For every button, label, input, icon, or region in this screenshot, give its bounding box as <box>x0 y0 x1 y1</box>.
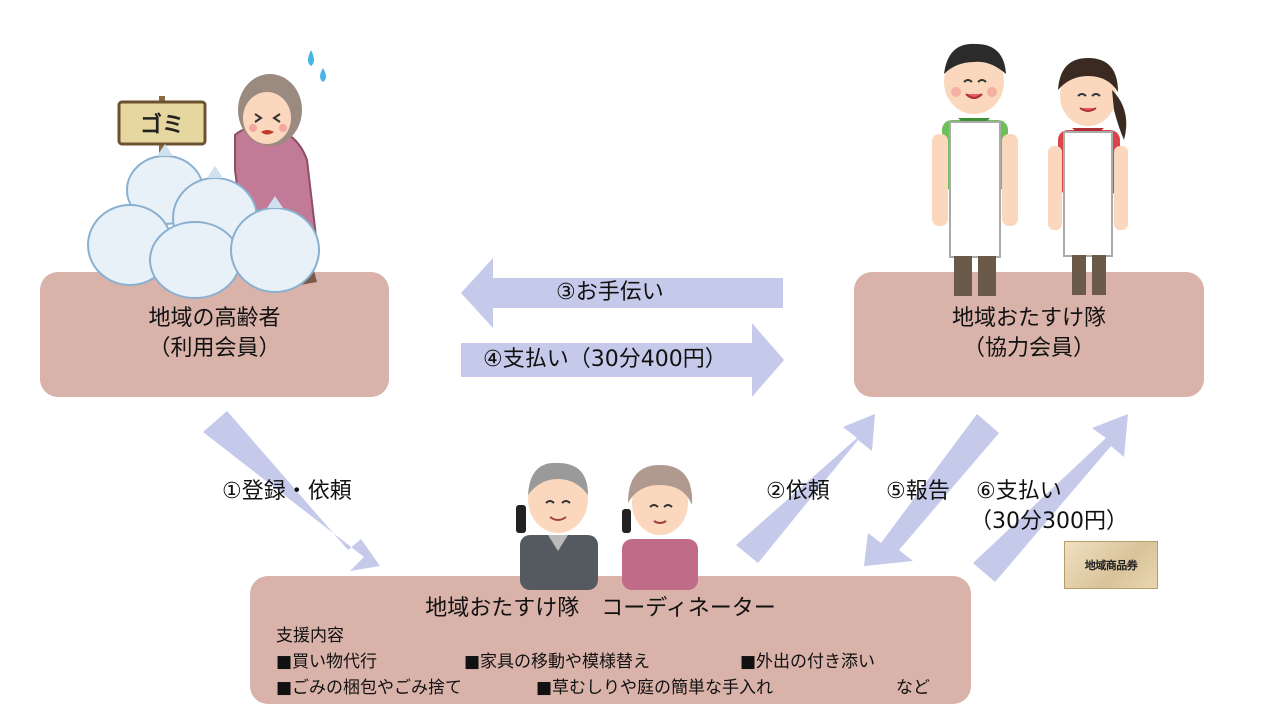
label-help: ③お手伝い <box>556 280 664 305</box>
arrow-register <box>203 411 380 571</box>
coordinator-box: 地域おたすけ隊 コーディネーター 支援内容 ■買い物代行 ■家具の移動や模様替え… <box>250 576 971 704</box>
coordinator-title: 地域おたすけ隊 コーディネーター <box>425 596 776 621</box>
arrow-payment-helper <box>973 414 1128 582</box>
support-etc: など <box>896 678 930 698</box>
support-item: ■外出の付き添い <box>740 652 876 672</box>
coordinators-illustration <box>516 462 698 590</box>
voucher-label: 地域商品券 <box>1084 559 1138 572</box>
support-item: ■買い物代行 <box>276 652 378 672</box>
helpers-illustration <box>932 43 1128 296</box>
elderly-member-line1: 地域の高齢者 <box>148 306 281 331</box>
arrow-help <box>461 258 783 328</box>
gift-voucher: 地域商品券 <box>1064 541 1158 589</box>
support-item: ■草むしりや庭の簡単な手入れ <box>536 678 774 698</box>
arrow-report <box>864 414 999 566</box>
label-payment-helper-amount: （30分300円） <box>970 509 1128 534</box>
helper-member-line2: （協力会員） <box>962 336 1095 361</box>
elderly-member-line2: （利用会員） <box>148 336 281 361</box>
support-item: ■家具の移動や模様替え <box>464 652 651 672</box>
label-report: ⑤報告 <box>886 479 950 504</box>
helper-member-box: 地域おたすけ隊 （協力会員） <box>854 272 1204 397</box>
label-request: ②依頼 <box>766 479 830 504</box>
elderly-garbage-illustration: ゴミ <box>87 50 326 299</box>
arrow-payment-member <box>461 323 784 397</box>
arrow-request <box>736 414 875 563</box>
label-register: ①登録・依頼 <box>222 479 352 504</box>
support-item: ■ごみの梱包やごみ捨て <box>276 678 463 698</box>
label-payment-helper: ⑥支払い <box>976 479 1062 504</box>
garbage-sign-text: ゴミ <box>140 112 184 138</box>
support-heading: 支援内容 <box>276 626 344 646</box>
label-payment-member: ④支払い（30分400円） <box>483 347 727 372</box>
helper-member-line1: 地域おたすけ隊 <box>951 306 1106 331</box>
